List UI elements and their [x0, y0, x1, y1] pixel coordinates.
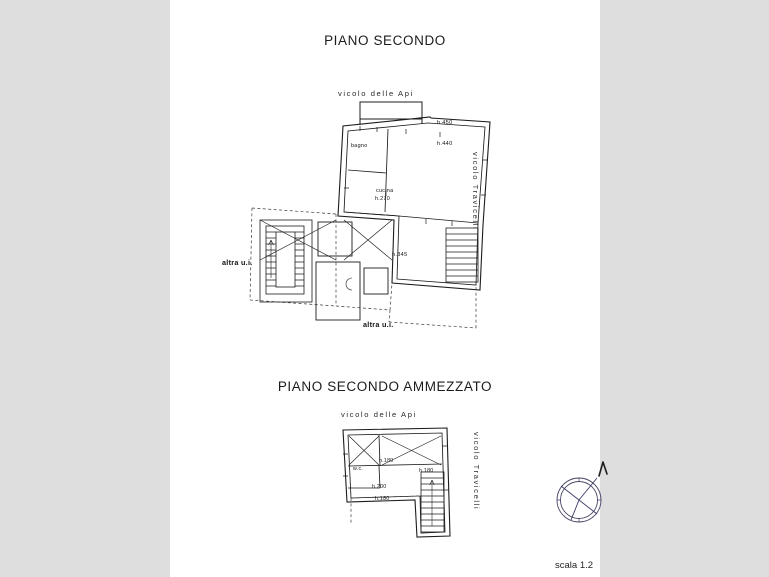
plan-title-piano-secondo: PIANO SECONDO — [324, 33, 446, 48]
inner-walls-upper — [343, 122, 486, 286]
room-label-cucina: cucina — [376, 188, 394, 194]
compass-rose — [553, 456, 615, 528]
height-note-lower-3: h.200 — [372, 484, 387, 490]
height-note-upper-2: h.440 — [437, 141, 453, 147]
plan-page-sheet: PIANO SECONDO vicolo delle Api vicolo Tr… — [170, 0, 608, 577]
street-label-vicolo-delle-api-lower: vicolo delle Api — [341, 410, 417, 419]
wall-openings-lower — [343, 445, 449, 491]
property-boundary-dashed-lower — [350, 495, 421, 524]
street-label-vicolo-travicelli-upper: vicolo Travicelli — [471, 152, 480, 231]
height-note-lower-1: h.180 — [379, 458, 394, 464]
neighbour-unit-label-left-upper: altra u.i. — [222, 258, 253, 267]
scale-label: scala 1.2 — [555, 560, 594, 571]
height-note-upper-3: h.345 — [392, 252, 408, 258]
floor-plan-svg-lower — [342, 427, 451, 538]
room-label-bagno: bagno — [351, 143, 368, 149]
height-note-upper-1: h.450 — [437, 120, 453, 126]
floor-plan-svg-upper — [249, 101, 491, 329]
plan-title-piano-secondo-ammezzato: PIANO SECONDO AMMEZZATO — [277, 379, 493, 394]
balcony-projection-upper — [359, 101, 423, 125]
compass-rose-svg — [556, 461, 608, 523]
void-area-crosses-lower — [348, 435, 442, 466]
floor-plan-drawing-piano-secondo — [240, 100, 540, 330]
room-height-cucina: h.270 — [375, 196, 390, 202]
floor-plan-drawing-ammezzato — [325, 424, 485, 549]
street-label-vicolo-delle-api-upper: vicolo delle Api — [338, 89, 414, 98]
north-arrow-icon — [598, 461, 608, 477]
neighbour-unit-label-bottom-upper: altra u.i. — [363, 320, 394, 329]
staircase-lower — [420, 471, 445, 533]
room-label-wc: w.c. — [353, 466, 364, 472]
service-rooms-upper — [315, 221, 389, 321]
compass-tick-marks — [557, 478, 601, 522]
secondary-staircase-upper — [445, 227, 479, 283]
wall-openings-upper — [344, 126, 488, 226]
street-label-vicolo-travicelli-lower: vicolo Travicelli — [472, 432, 481, 511]
height-note-lower-4: h.180 — [375, 496, 390, 502]
outer-walls-lower — [342, 427, 451, 538]
staircase-upper — [259, 219, 313, 303]
outer-walls-upper — [337, 116, 491, 291]
height-note-lower-2: h.180 — [419, 468, 434, 474]
compass-cross-lines — [560, 477, 598, 521]
